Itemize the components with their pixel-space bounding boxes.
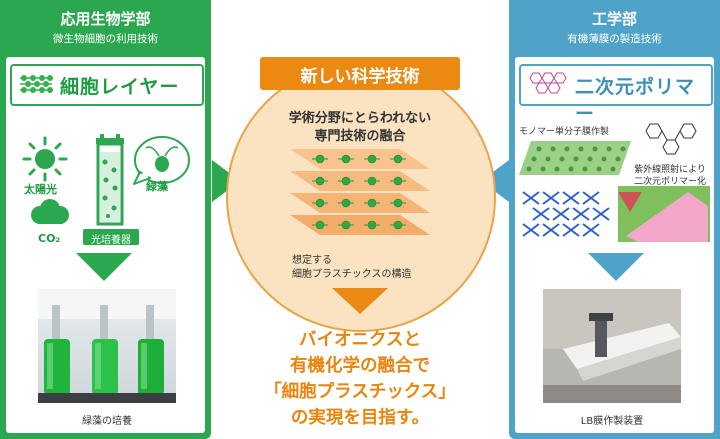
goal-text-line2: 有機化学の融合で [290, 356, 430, 376]
monomer-molecule-icon [645, 123, 697, 155]
down-arrow-icon [332, 288, 388, 314]
down-arrow-icon [588, 253, 644, 281]
new-science-title: 新しい科学技術 [300, 67, 420, 87]
reactor-label: 光培養器 [91, 235, 131, 246]
algae-culture-photo [38, 289, 176, 403]
2d-polymer-title-box: 二次元ポリマー [519, 64, 713, 125]
cell-layer-title: 細胞レイヤー [60, 76, 180, 98]
left-subtitle: 微生物細胞の利用技術 [53, 33, 158, 45]
goal-text-line4: の実現を目指す。 [290, 408, 430, 428]
center-subtitle-line1: 学術分野にとらわれない [288, 111, 432, 126]
monolayer-label: モノマー単分子膜作製 [519, 127, 610, 137]
cell-layer-title-box: 細胞レイヤー [10, 64, 204, 106]
uv-label-1: 紫外線照射により [634, 165, 706, 175]
lb-film-apparatus-photo [543, 289, 681, 403]
structure-note-line2: 細胞プラスチックスの構造 [292, 269, 412, 280]
2d-polymer-title: 二次元ポリマー [575, 76, 696, 125]
crystal-structure-image [519, 184, 615, 242]
monolayer-image [519, 141, 631, 175]
structure-note-line1: 想定する [292, 255, 332, 266]
goal-text-line1: バイオニクスと [299, 330, 421, 350]
uv-label-2: 二次元ポリマー化 [633, 177, 706, 187]
left-dept-title: 応用生物学部 [60, 10, 151, 28]
goal-text-line3: 「細胞プラスチックス」 [264, 382, 456, 402]
polymer-sheet-image [618, 186, 710, 242]
right-dept-title: 工学部 [591, 10, 637, 28]
photobioreactor-icon [96, 134, 124, 226]
co2-label: CO₂ [38, 232, 61, 245]
algae-label: 緑藻 [146, 180, 168, 193]
sun-icon [22, 136, 68, 182]
right-photo-caption: LB膜作製装置 [580, 416, 644, 427]
cell-cluster-icon [20, 75, 53, 93]
down-arrow-icon [76, 253, 132, 281]
center-subtitle-line2: 専門技術の融合 [314, 129, 406, 144]
polymer-network-icon [529, 72, 567, 94]
left-photo-caption: 緑藻の培養 [82, 416, 132, 427]
new-science-banner: 新しい科学技術 [260, 57, 460, 90]
cell-plastic-structure-image [290, 149, 430, 235]
reactor-label-box: 光培養器 [83, 229, 139, 246]
cloud-icon [31, 199, 69, 224]
right-subtitle: 有機薄膜の製造技術 [567, 33, 662, 45]
speech-bubble-icon [133, 136, 190, 185]
sunlight-label: 太陽光 [24, 183, 57, 196]
